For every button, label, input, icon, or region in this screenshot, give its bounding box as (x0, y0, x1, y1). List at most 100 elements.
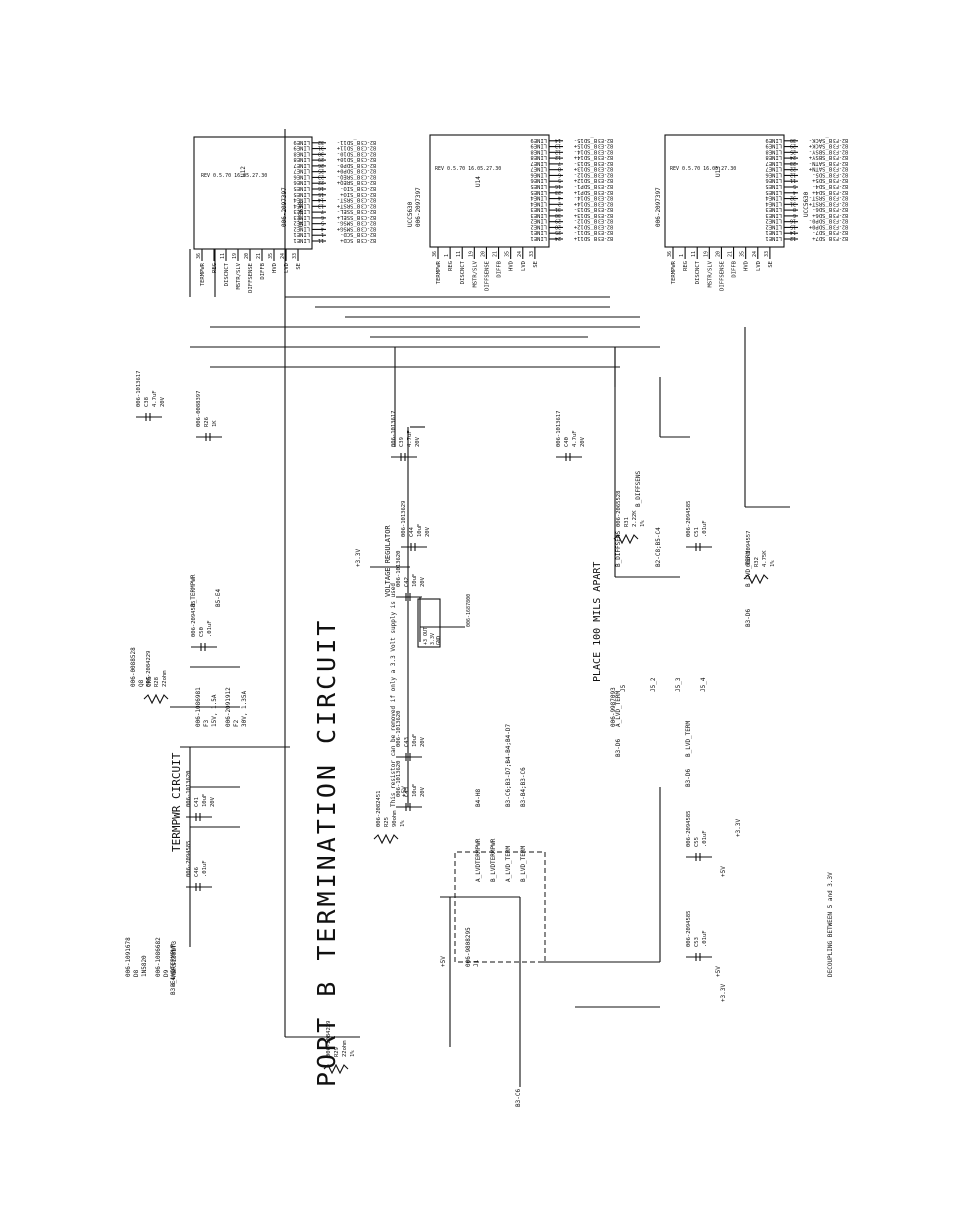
u12-net-ref: B2-C3 (361, 237, 376, 243)
j5-label-3: J5_4 (700, 677, 707, 692)
r26-val: 1K (212, 420, 218, 427)
chip-u12-rev: REV 0.5.70 16.05.27.30 (201, 173, 267, 179)
place-note: PLACE 100 MILS APART (592, 562, 603, 682)
u14-net-ref: B2-E3 (598, 189, 613, 195)
u14-net-label: B_SD11+ (573, 235, 597, 241)
u13-line-label: LINE1 (765, 229, 782, 235)
u12-left-pin-label: MSTR/SLV (236, 262, 242, 289)
c42-volt: 20V (420, 576, 426, 587)
u13-left-pin-label: DISCNCT (695, 260, 701, 284)
u12-net-label: B_SIO- (340, 185, 360, 191)
c41-ref: C41 (194, 797, 200, 807)
c55-part: 006-2094585 (686, 811, 692, 847)
termpwr-title: TERMPWR CIRCUIT (170, 752, 183, 852)
net-b-lvd-term: B_LVD_TERM (745, 550, 752, 587)
u12-net-label: B_SD11+ (336, 145, 360, 151)
u13-net-label: B_SD5- (812, 171, 832, 177)
u14-net-label: B_SD13- (574, 206, 597, 212)
u12-net-label: B_SMSG- (337, 220, 360, 226)
u12-net-label: B_SRST+ (336, 202, 360, 208)
r26-symbol (196, 433, 222, 441)
j1-label-3: B_LVD_TERM (520, 845, 527, 882)
u14-line-pin-number: 13 (555, 143, 561, 149)
r29-val: 22ohm (342, 1040, 348, 1057)
u14-line-label: LINE9 (530, 137, 547, 143)
u13-left-pin-number: 19 (703, 251, 709, 257)
u13-left-pin-number: 20 (715, 251, 721, 257)
u13-line-pin-number: 6 (793, 212, 796, 218)
u12-left-pin-number: 35 (268, 253, 274, 259)
c46-symbol (186, 883, 212, 891)
u12-left-pin-label: DIFFB (260, 262, 266, 279)
u14-left-pin-number: 33 (529, 251, 535, 257)
r32-symbol (743, 573, 769, 585)
u14-line-label: LINE7 (530, 160, 547, 166)
r31-ref: R31 (624, 517, 630, 527)
u13-net-ref: B2-F3 (833, 166, 848, 172)
c39-ref: C39 (399, 437, 405, 447)
vreg-part: 006-1687800 (466, 594, 472, 627)
u13-line-label: LINE8 (765, 154, 782, 160)
u12-line-pin-number: 25 (318, 168, 324, 174)
c41-val: 10uF (202, 794, 208, 807)
c51-symbol (686, 543, 712, 551)
u12-net-ref: B2-C3 (361, 179, 376, 185)
u14-left-pin-number: 1 (444, 254, 450, 257)
net-v5-decouple: +5V (720, 866, 727, 877)
d9-val: MBRS130LT3 (171, 940, 178, 977)
c45-part: 006-1013620 (396, 761, 402, 797)
u14-left-pin-label: REG (448, 261, 454, 271)
d9-ref: D9 (163, 969, 170, 977)
u13-line-pin-number: 5 (793, 183, 796, 189)
u13-net-label: B_SRST+ (808, 200, 832, 206)
u14-net-label: B_SD15- (574, 137, 597, 143)
u13-net-label: B_SBSY+ (808, 154, 832, 160)
r32-ref: R32 (754, 557, 760, 567)
u14-net-label: B_SD11- (574, 229, 597, 235)
vreg-pin-out: +3 OUT (423, 627, 429, 645)
u14-line-pin-number: 6 (558, 171, 561, 177)
c39-symbol (391, 453, 417, 461)
u13-line-pin-number: 11 (790, 177, 796, 183)
c43-symbol (396, 753, 422, 761)
u13-net-ref: B2-F3 (833, 160, 848, 166)
c43-part: 006-1013620 (396, 711, 402, 747)
u12-net-label: B_SCD+ (339, 237, 360, 243)
f2-part: 006-2091912 (225, 687, 232, 727)
u12-net-ref: B2-C3 (361, 191, 376, 197)
u13-left-pin-number: 24 (752, 251, 758, 257)
u14-net-ref: B2-E3 (598, 177, 613, 183)
u12-left-pin-label: DIFFSENSE (248, 263, 254, 293)
u13-line-label: LINE6 (765, 171, 782, 177)
u12-net-label: B_SIO+ (339, 191, 360, 197)
chip-u13-ref: U13 (715, 166, 722, 177)
d8-part: 006-1091678 (125, 937, 132, 977)
net-v5-jumper: +5V (440, 956, 447, 967)
u12-line-label: LINE9 (293, 139, 310, 145)
c53-ref: C53 (694, 937, 700, 947)
u12-line-label: LINE5 (293, 185, 310, 191)
u13-net-ref: B2-F3 (833, 177, 848, 183)
u14-net-label: B_SD14+ (573, 154, 597, 160)
j1-ref-3: B3-B4;B3-C6 (520, 767, 527, 807)
u13-line-pin-number: 29 (790, 143, 796, 149)
c41-symbol (186, 813, 212, 821)
chip-u13: REV 0.5.70 16.05.27.30 U13 006-2097397 U… (655, 134, 848, 291)
u14-line-label: LINE6 (530, 171, 547, 177)
u14-line-label: LINE5 (530, 183, 547, 189)
u13-line-label: LINE5 (765, 189, 782, 195)
u14-net-ref: B2-E3 (598, 223, 613, 229)
vreg-pin-33: 3.3V (430, 633, 436, 645)
main-wiring (170, 129, 790, 1087)
u14-left-pin-number: 24 (517, 251, 523, 257)
voltage-regulator: +3 OUT 3.3V GND VOLTAGE REGULATOR 006-16… (384, 525, 472, 807)
u12-line-label: LINE7 (293, 168, 310, 174)
u12-left-pin-number: 33 (292, 253, 298, 259)
net-v33-decouple-2: +3.3V (720, 984, 727, 1002)
u14-line-label: LINE1 (530, 229, 547, 235)
u13-left-pin-label: REG (683, 261, 689, 271)
c44-symbol (401, 543, 427, 551)
u12-line-pin-number: 5 (321, 220, 324, 226)
